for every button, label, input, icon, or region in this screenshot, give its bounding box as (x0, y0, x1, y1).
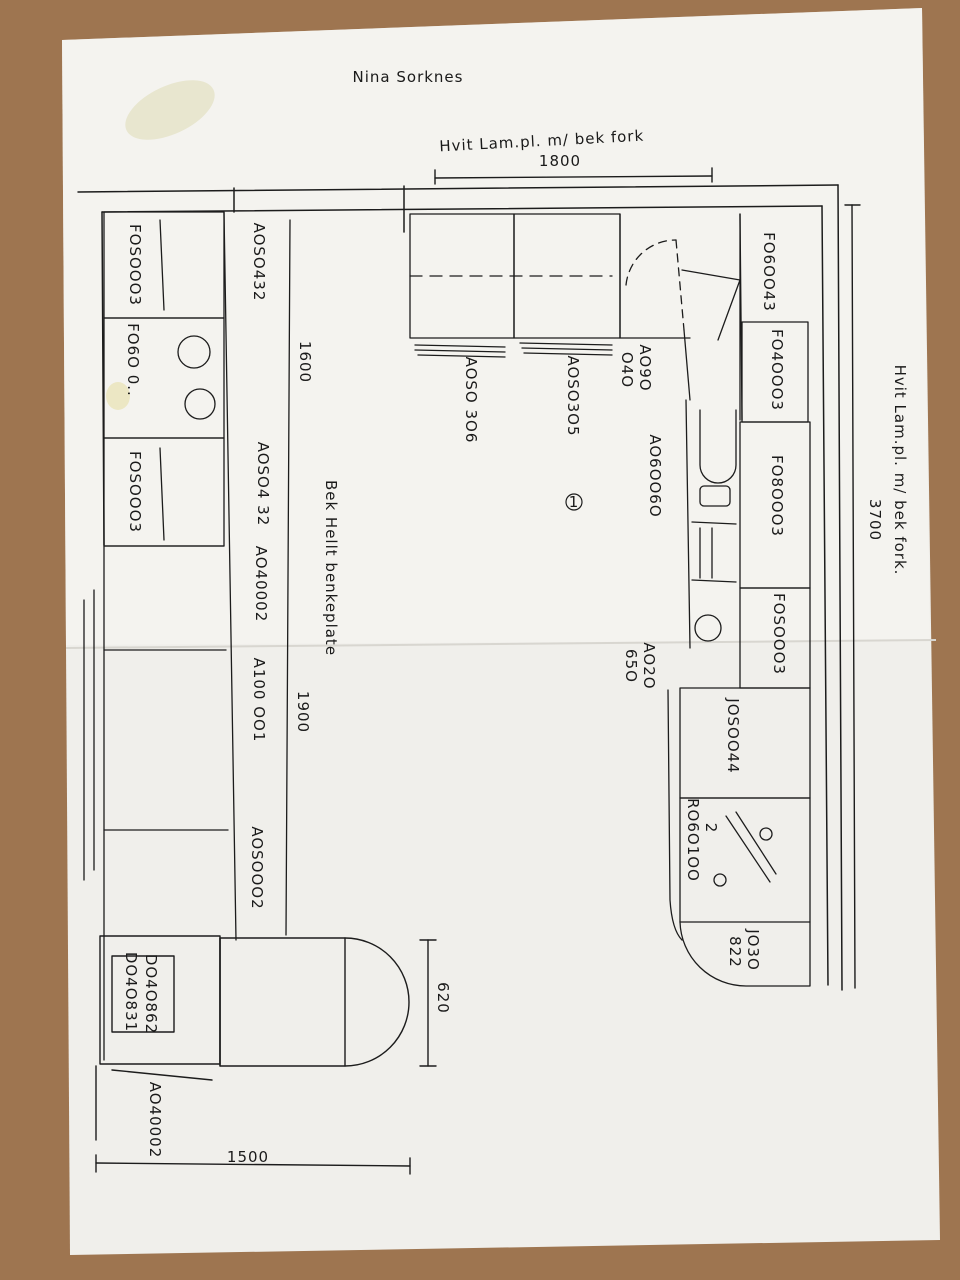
cab-do-top: DO4O831 (122, 952, 140, 1032)
cab-joso044: JOSOO44 (724, 697, 742, 773)
cab-jo30: JO3O (744, 928, 762, 971)
cab-left-1: FOSOOO3 (126, 224, 144, 306)
cab-fo40003: FO4OOO3 (768, 329, 786, 411)
cab-fo50003: FOSOOO3 (770, 593, 788, 675)
cab-ao60060: AO6OO6O (646, 434, 664, 517)
top-dimension-line (434, 175, 713, 179)
cab-aoso306: AOSO 3O6 (462, 357, 480, 444)
island-depth-label: 620 (434, 982, 452, 1014)
cab-ro-sup: 2 (702, 823, 720, 834)
cab-ro60100: RO6O1OO (684, 798, 702, 882)
left-cabinet-run (83, 211, 291, 1061)
cab-ao20: AO2O (640, 642, 658, 689)
island (95, 935, 437, 1141)
marker-circle-label: 1 (569, 493, 580, 511)
right-material-label: Hvit Lam.pl. m/ bek fork. (891, 365, 909, 576)
stain-top (125, 80, 215, 140)
cab-ao90: AO9O (636, 344, 654, 391)
paper-fold (65, 639, 937, 649)
right-dimension-line (851, 204, 856, 989)
cab-aoso432-a: AOSO432 (250, 223, 268, 302)
worktop-note: Bek Hellt benkeplate (322, 480, 340, 656)
cab-left-2: FO6O 0.. (124, 323, 142, 397)
top-length-label: 1800 (539, 152, 581, 170)
right-cabinet-run (667, 213, 811, 987)
dim-left-upper: 1600 (296, 341, 314, 383)
cab-aoso002: AOSOOO2 (248, 826, 266, 909)
cab-fo60043: FO6OO43 (760, 232, 778, 312)
right-length-label: 3700 (866, 499, 884, 541)
marker-circle (565, 493, 583, 511)
customer-name: Nina Sorknes (353, 68, 464, 86)
cab-aoso305: AOSO3O5 (564, 355, 582, 436)
cab-a100001: A100 OO1 (250, 658, 268, 743)
cab-left-3: FOSOOO3 (126, 451, 144, 533)
stain-left (106, 382, 130, 410)
cab-jo30-num: 822 (726, 936, 744, 968)
dim-left-lower: 1900 (294, 691, 312, 733)
cab-ao20-num: 65O (622, 649, 640, 683)
cab-ao40002-b: AO40002 (146, 1082, 164, 1159)
cab-do-bottom: DO4O862 (142, 954, 160, 1034)
bottom-dimension-line (95, 1162, 411, 1167)
cab-aoso432-b: AOSO4 32 (254, 442, 272, 527)
cab-fo80003: FO8OOO3 (768, 455, 786, 537)
cab-ao40002-a: AO40002 (252, 546, 270, 623)
cab-ao90-num: O4O (618, 352, 636, 388)
bottom-length-label: 1500 (227, 1148, 269, 1166)
